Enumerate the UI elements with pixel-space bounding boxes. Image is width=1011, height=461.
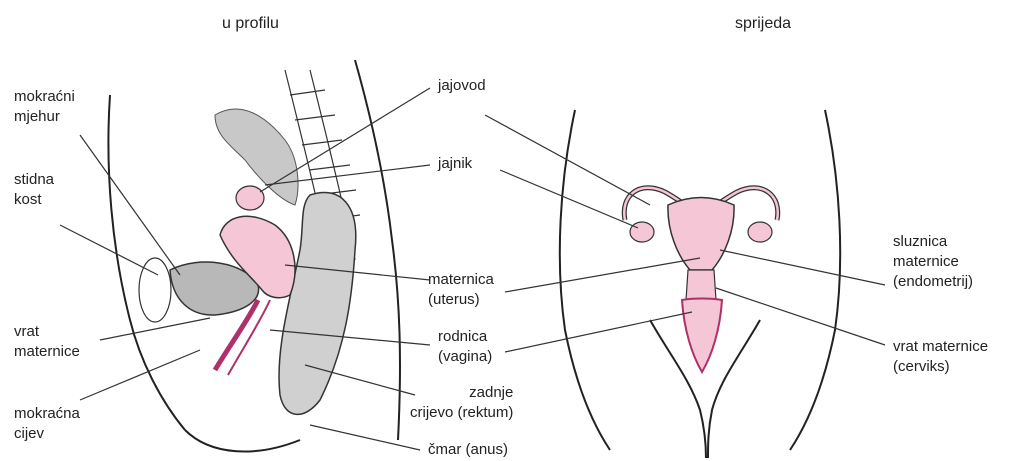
- title-front-view: sprijeda: [735, 14, 791, 34]
- side-view-rectum: [279, 192, 356, 414]
- label-cmar: čmar (anus): [428, 440, 508, 460]
- label-vrat-maternice-right: vrat maternice (cerviks): [893, 337, 988, 377]
- title-side-view: u profilu: [222, 14, 279, 34]
- label-mokracni-mjehur: mokraćni mjehur: [14, 87, 75, 127]
- front-view-ovary-left: [630, 222, 654, 242]
- label-sluznica-maternice: sluznica maternice (endometrij): [893, 232, 973, 292]
- front-view-cervix: [686, 270, 716, 300]
- front-view-vagina: [682, 299, 722, 373]
- label-rodnica: rodnica (vagina): [438, 327, 492, 367]
- front-view-ovary-right: [748, 222, 772, 242]
- label-jajnik: jajnik: [438, 154, 472, 174]
- label-stidna-kost: stidna kost: [14, 170, 54, 210]
- front-view-uterus: [668, 198, 734, 271]
- label-mokracna-cijev: mokraćna cijev: [14, 404, 80, 444]
- label-zadnje-crijevo: zadnje crijevo (rektum): [410, 383, 513, 423]
- side-view-ovary: [236, 186, 264, 210]
- label-maternica: maternica (uterus): [428, 270, 494, 310]
- label-jajovod: jajovod: [438, 76, 486, 96]
- label-vrat-maternice-left: vrat maternice: [14, 322, 80, 362]
